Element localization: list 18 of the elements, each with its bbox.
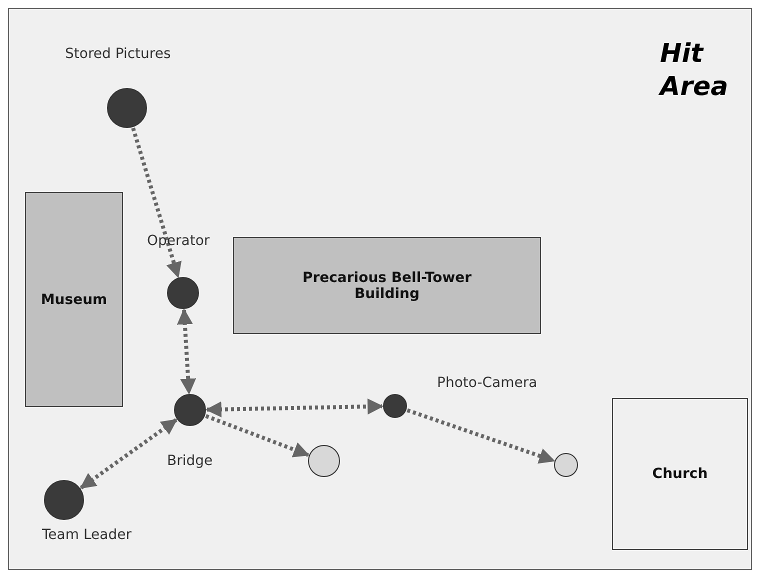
dotted-arrow	[176, 308, 196, 395]
marker-label: Bridge	[167, 453, 213, 469]
area-title: Hit Area	[660, 38, 730, 103]
marker-label: Stored Pictures	[65, 46, 171, 62]
building-name: Museum	[40, 292, 108, 308]
building-box	[233, 237, 541, 334]
dotted-arrow	[205, 414, 310, 458]
building-name: Precarious Bell-Tower Building	[301, 270, 473, 302]
building-box	[25, 192, 123, 407]
building-name: Church	[652, 466, 708, 482]
building-box	[612, 398, 748, 550]
dotted-arrow	[205, 398, 384, 418]
marker-label: Operator	[147, 233, 210, 249]
dotted-arrow	[131, 128, 182, 278]
dotted-arrow	[80, 418, 178, 490]
marker-label: Team Leader	[42, 527, 132, 543]
dotted-arrow	[406, 408, 556, 464]
marker-label: Photo-Camera	[437, 375, 538, 391]
